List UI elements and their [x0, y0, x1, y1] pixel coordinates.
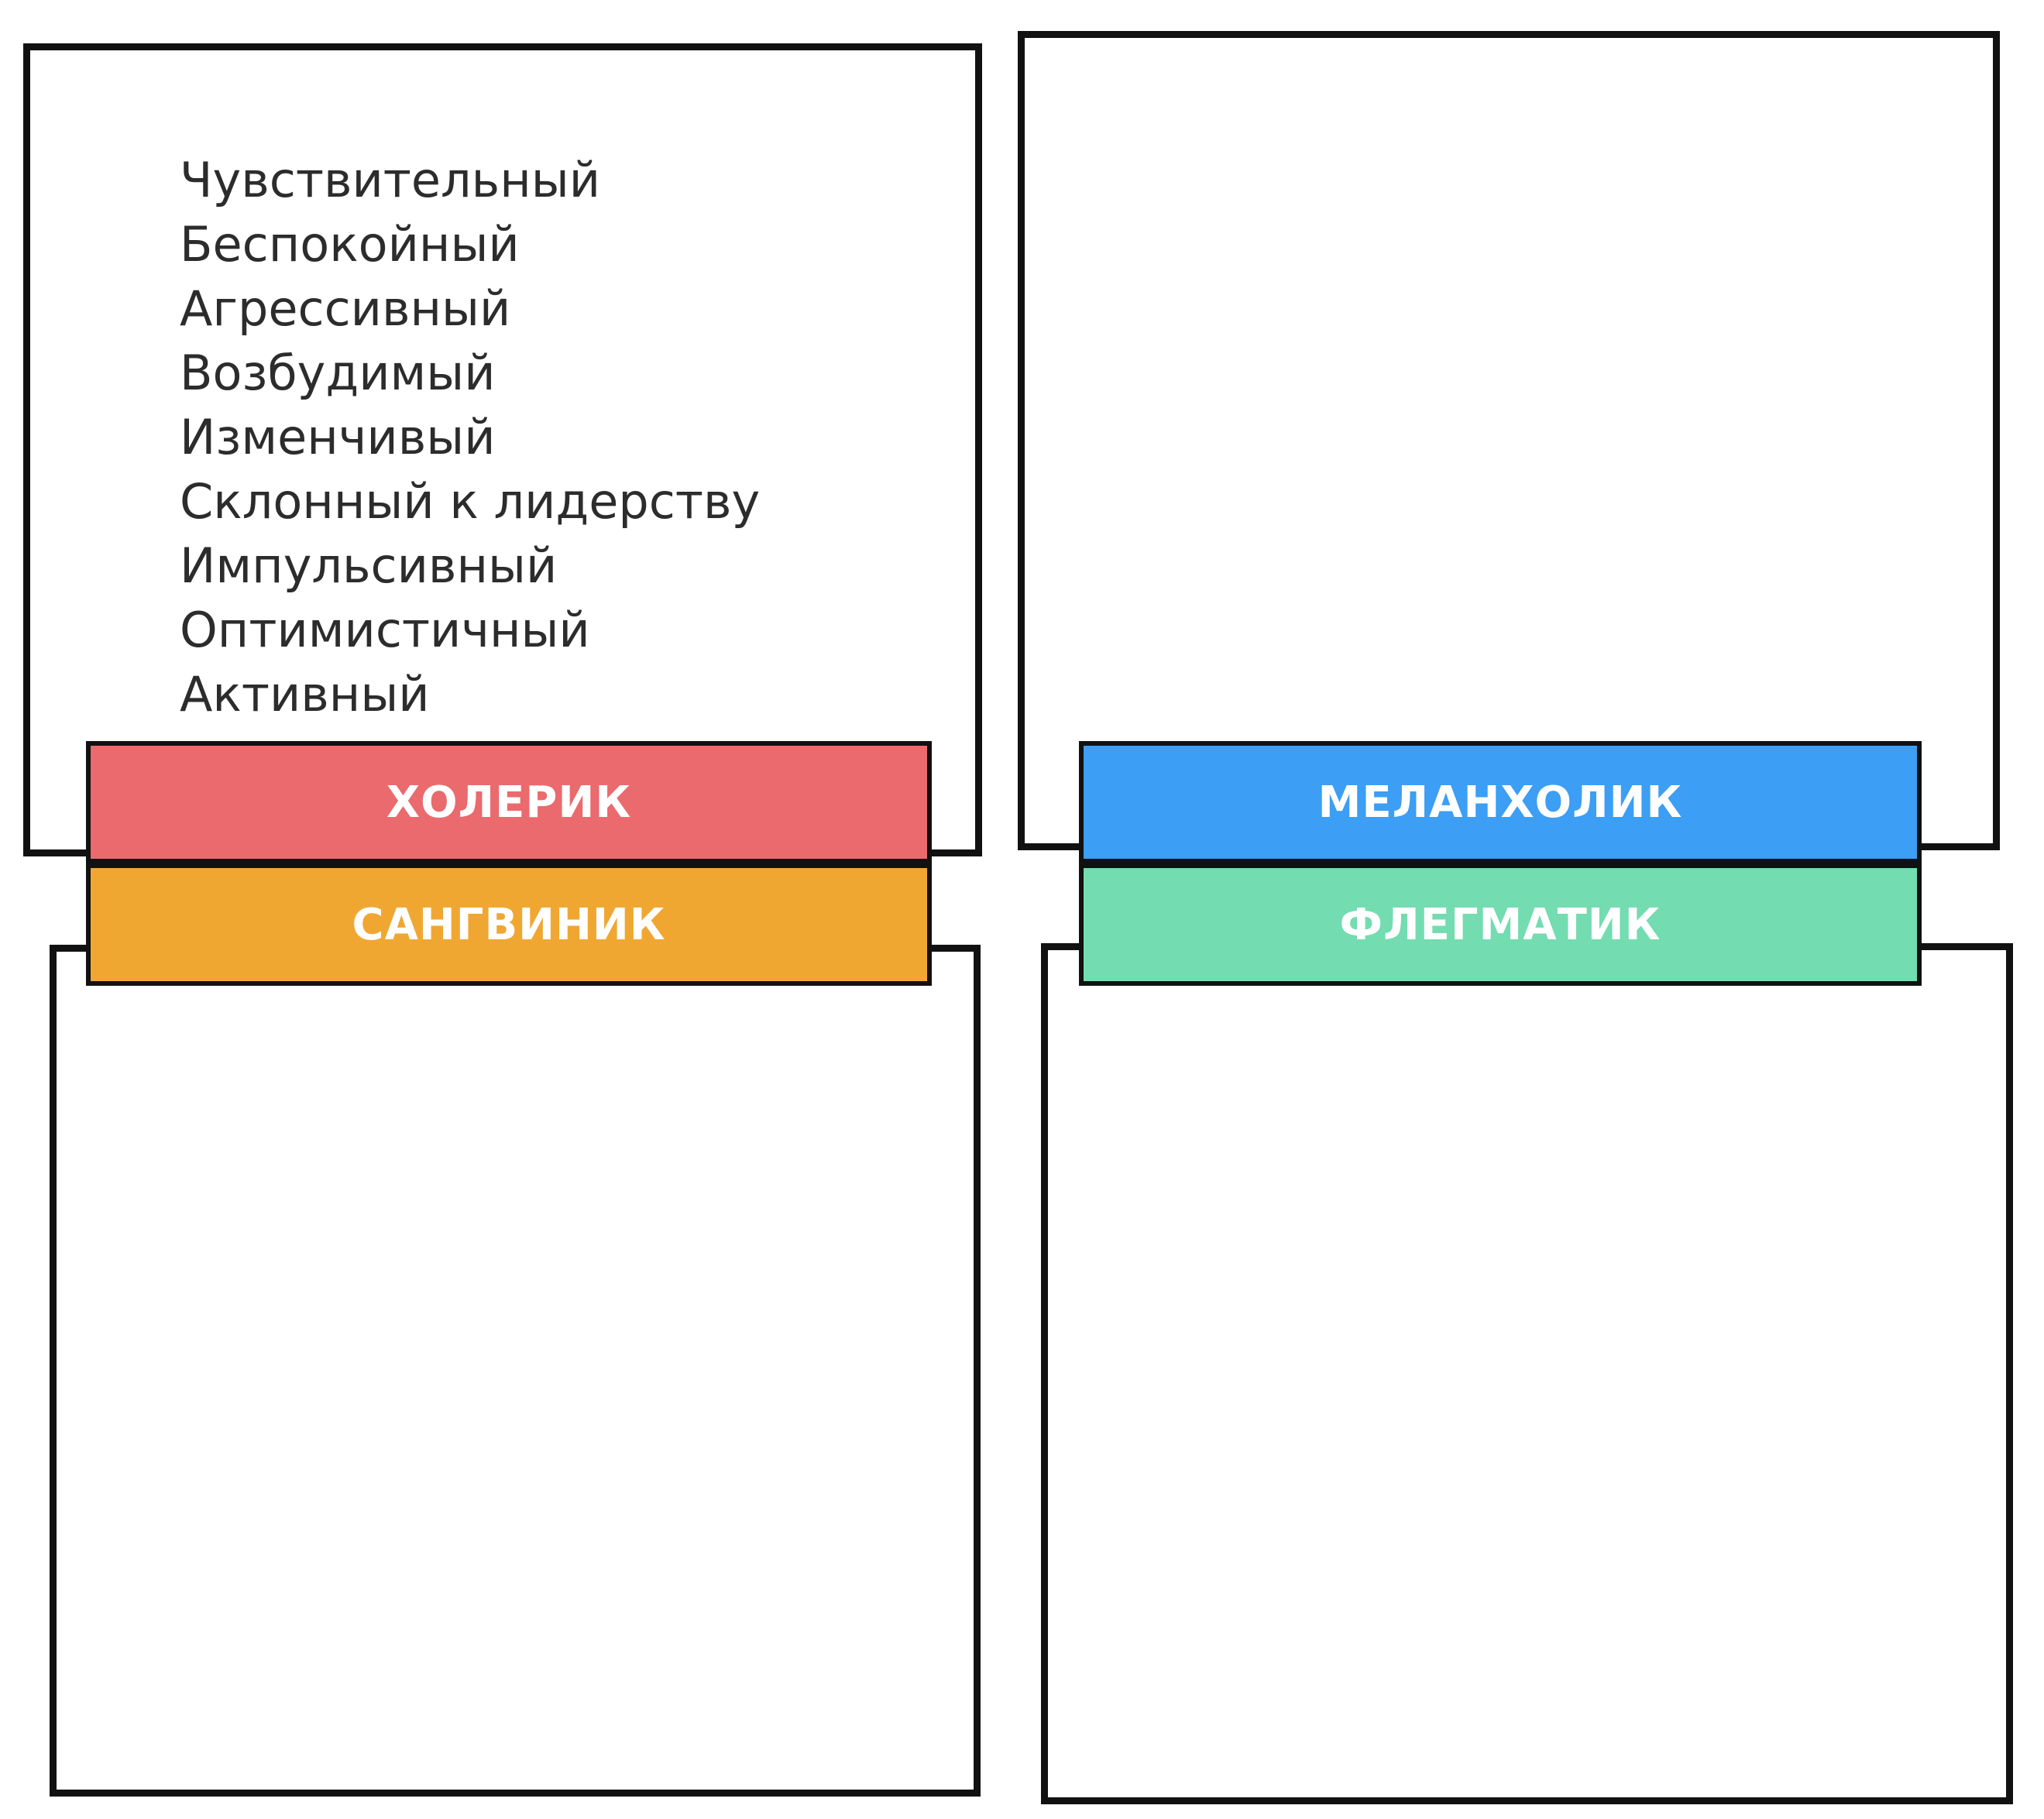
- sanguine-trait-box: Общительный Контактный Разговорный Игрив…: [50, 945, 981, 1797]
- melancholic-label-bar: МЕЛАНХОЛИК: [1079, 741, 1922, 863]
- choleric-trait-box: Чувствительный Беспокойный Агрессивный В…: [23, 43, 982, 856]
- sanguine-label-bar: САНГВИНИК: [86, 863, 932, 986]
- list-item: Изменчивый: [180, 409, 496, 465]
- phlegmatic-trait-box: Пассивный Осмотрительный Рассудительный …: [1041, 943, 2013, 1804]
- list-item: Агрессивный: [180, 280, 511, 337]
- list-item: Беспокойный: [180, 216, 520, 273]
- list-item: Возбудимый: [180, 345, 496, 401]
- choleric-trait-list: Чувствительный Беспокойный Агрессивный В…: [180, 148, 760, 726]
- list-item: Оптимистичный: [180, 602, 590, 658]
- phlegmatic-label-bar: ФЛЕГМАТИК: [1079, 863, 1922, 986]
- choleric-label-bar: ХОЛЕРИК: [86, 741, 932, 863]
- list-item: Склонный к лидерству: [180, 473, 761, 530]
- list-item: Активный: [180, 666, 430, 722]
- list-item: Чувствительный: [180, 152, 600, 208]
- melancholic-trait-box: Тревожный Легко расстраивающийся Поддающ…: [1018, 31, 2000, 850]
- list-item: Импульсивный: [180, 537, 558, 594]
